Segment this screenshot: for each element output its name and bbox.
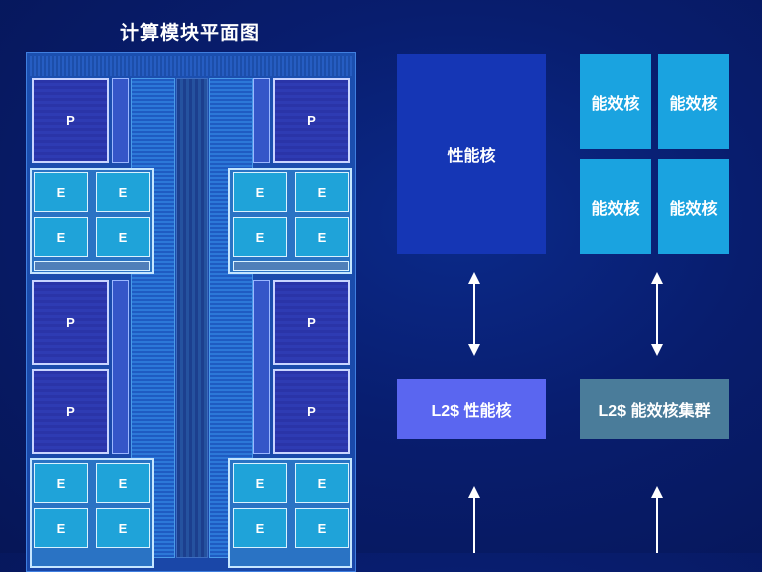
l2-cache-strip [253, 78, 270, 163]
e-core-label: E [317, 184, 327, 200]
e-core-label: E [56, 520, 66, 536]
e-core: E [34, 217, 88, 257]
legend-eff-core-label: 能效核 [591, 200, 640, 218]
e-core: E [96, 172, 150, 212]
p-core-label: P [307, 315, 316, 330]
e-core-label: E [255, 520, 265, 536]
e-core: E [295, 172, 349, 212]
up-arrow-icon [464, 486, 484, 553]
e-cluster-l2-bar [34, 261, 150, 271]
e-core: E [295, 463, 349, 503]
p-core-label: P [66, 315, 75, 330]
e-core-label: E [118, 229, 128, 245]
p-core: P [273, 280, 350, 365]
p-core: P [32, 78, 109, 163]
p-core: P [32, 369, 109, 454]
p-core: P [273, 369, 350, 454]
e-core: E [233, 217, 287, 257]
e-core: E [96, 508, 150, 548]
e-core: E [233, 508, 287, 548]
e-core-label: E [317, 475, 327, 491]
e-core: E [233, 463, 287, 503]
p-core-label: P [307, 113, 316, 128]
e-core-label: E [118, 475, 128, 491]
e-core-label: E [317, 520, 327, 536]
e-core-label: E [56, 229, 66, 245]
legend-eff-core: 能效核 [658, 54, 729, 149]
legend-eff-core-label: 能效核 [591, 95, 640, 113]
legend-l2-eff: L2$ 能效核集群 [580, 379, 729, 439]
e-core-label: E [118, 520, 128, 536]
legend-eff-core-label: 能效核 [669, 200, 718, 218]
p-core: P [32, 280, 109, 365]
e-core: E [233, 172, 287, 212]
l2-cache-strip [253, 280, 270, 454]
legend-perf-core: 性能核 [397, 54, 546, 254]
legend-l2-perf-label: L2$ 性能核 [431, 403, 512, 420]
legend-perf-core-label: 性能核 [447, 148, 496, 165]
up-arrow-icon [647, 486, 667, 553]
legend-l2-eff-label: L2$ 能效核集群 [598, 403, 711, 420]
center-fabric [176, 78, 208, 558]
e-core: E [34, 172, 88, 212]
e-core: E [34, 463, 88, 503]
die-top-interconnect [30, 56, 352, 76]
e-core-label: E [56, 475, 66, 491]
e-core: E [295, 217, 349, 257]
legend-eff-core: 能效核 [580, 54, 651, 149]
legend-l2-perf: L2$ 性能核 [397, 379, 546, 439]
legend-eff-core: 能效核 [658, 159, 729, 254]
l2-cache-strip [112, 78, 129, 163]
p-core-label: P [307, 404, 316, 419]
e-core-label: E [255, 184, 265, 200]
legend-eff-core: 能效核 [580, 159, 651, 254]
e-core-label: E [56, 184, 66, 200]
e-core-label: E [255, 229, 265, 245]
e-core: E [295, 508, 349, 548]
double-arrow-icon [464, 272, 484, 356]
e-core-label: E [118, 184, 128, 200]
e-core: E [34, 508, 88, 548]
e-core-label: E [255, 475, 265, 491]
p-core: P [273, 78, 350, 163]
p-core-label: P [66, 113, 75, 128]
l2-cache-strip [112, 280, 129, 454]
e-cluster-l2-bar [233, 261, 349, 271]
p-core-label: P [66, 404, 75, 419]
e-core: E [96, 463, 150, 503]
double-arrow-icon [647, 272, 667, 356]
e-core-label: E [317, 229, 327, 245]
legend-eff-core-label: 能效核 [669, 95, 718, 113]
e-core: E [96, 217, 150, 257]
page-title: 计算模块平面图 [119, 23, 260, 44]
